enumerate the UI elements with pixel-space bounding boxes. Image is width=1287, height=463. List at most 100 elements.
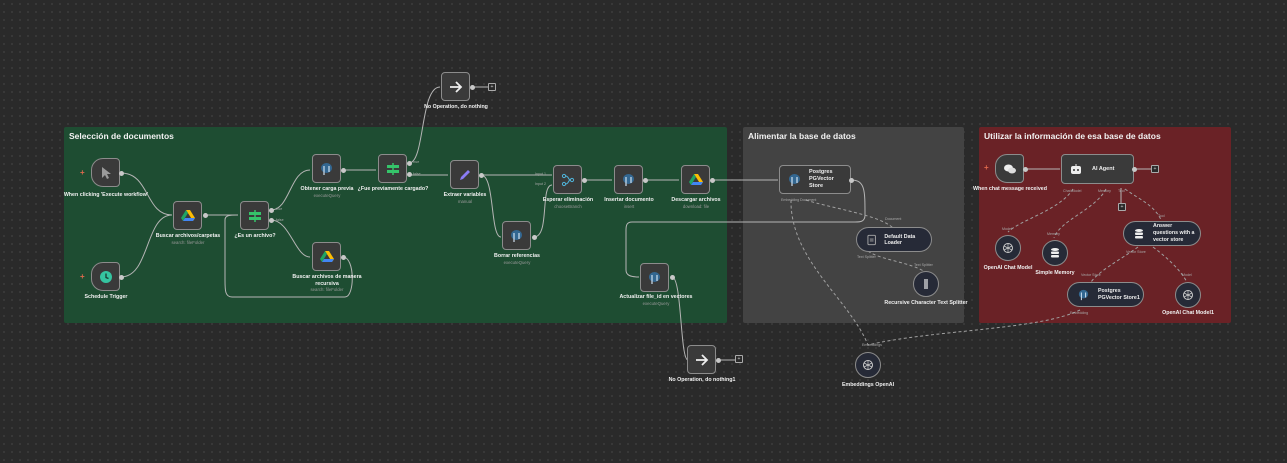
output-label: true [276, 207, 283, 211]
node-actualizar-file-id[interactable] [640, 263, 669, 292]
output-port[interactable] [203, 213, 208, 218]
port-label: Tool [1158, 214, 1165, 218]
port-label: Document [800, 198, 817, 202]
node-esperar-eliminacion[interactable] [553, 165, 582, 194]
openai-icon [863, 360, 873, 370]
node-fue-cargado[interactable] [378, 154, 407, 183]
output-port[interactable] [1132, 167, 1137, 172]
node-text-splitter[interactable] [913, 271, 939, 297]
output-port[interactable] [670, 275, 675, 280]
output-port[interactable] [479, 173, 484, 178]
node-pgvector-store[interactable]: Postgres PGVector Store [779, 165, 851, 194]
node-name: Buscar archivos de manera recursiva [292, 274, 362, 287]
output-port[interactable] [341, 168, 346, 173]
node-openai-chat-model1[interactable] [1175, 282, 1201, 308]
port-label: Tool [1118, 189, 1125, 193]
add-node-button[interactable]: + [1151, 165, 1159, 173]
output-port[interactable] [710, 178, 715, 183]
output-port[interactable] [643, 178, 648, 183]
node-answer-questions[interactable]: Answer questions with a vector store [1123, 221, 1201, 246]
node-openai-chat-model[interactable] [995, 235, 1021, 261]
add-node-button[interactable]: + [488, 83, 496, 91]
group-title: Alimentar la base de datos [748, 131, 856, 141]
switch-icon [248, 209, 261, 222]
clock-icon [99, 270, 112, 283]
node-subtitle: executeQuery [313, 192, 341, 198]
trigger-plus-icon[interactable]: + [80, 168, 85, 177]
output-port[interactable] [1023, 167, 1028, 172]
node-label: When chat message received [973, 186, 1047, 192]
node-buscar-recursiva[interactable] [312, 242, 341, 271]
arrow-right-icon [449, 80, 462, 93]
node-insertar-documento[interactable] [614, 165, 643, 194]
node-name: AI Agent [1092, 166, 1115, 172]
output-port[interactable] [532, 235, 537, 240]
output-port[interactable] [582, 178, 587, 183]
postgres-icon [1078, 289, 1089, 300]
output-port-false[interactable] [407, 172, 412, 177]
node-obtener-carga[interactable] [312, 154, 341, 183]
port-label: Text Splitter [857, 255, 876, 259]
output-port-false[interactable] [269, 218, 274, 223]
output-port[interactable] [849, 178, 854, 183]
trigger-plus-icon[interactable]: + [984, 163, 989, 172]
port-label: Text Splitter [914, 263, 933, 267]
node-borrar-referencias[interactable] [502, 221, 531, 250]
node-subtitle: executeQuery [503, 259, 531, 265]
node-default-data-loader[interactable]: Default Data Loader [856, 227, 932, 252]
node-ai-agent[interactable]: AI Agent [1061, 154, 1134, 184]
output-port-true[interactable] [407, 161, 412, 166]
node-schedule-trigger[interactable] [91, 262, 120, 291]
node-name: Borrar referencias [494, 253, 540, 259]
output-label: false [276, 218, 284, 222]
output-port-true[interactable] [269, 208, 274, 213]
node-label: No Operation, do nothing1 [668, 377, 736, 383]
node-name: Actualizar file_id en vectores [619, 294, 693, 300]
pencil-icon [459, 169, 470, 180]
add-node-button[interactable]: + [735, 355, 743, 363]
node-label: No Operation, do nothing [424, 104, 488, 110]
port-label: Document [885, 217, 902, 221]
node-descargar-archivos[interactable] [681, 165, 710, 194]
port-label: Embedding [781, 198, 800, 202]
google-drive-icon [180, 209, 195, 221]
node-chat-trigger[interactable] [995, 154, 1024, 183]
node-buscar-archivos[interactable] [173, 201, 202, 230]
node-label: OpenAI Chat Model1 [1162, 310, 1214, 316]
node-simple-memory[interactable] [1042, 240, 1068, 266]
output-port[interactable] [341, 255, 346, 260]
node-subtitle: search: fileFolder [310, 287, 344, 292]
add-tool-button[interactable]: + [1118, 203, 1126, 211]
node-label: ¿Es un archivo? [234, 233, 276, 239]
trigger-plus-icon[interactable]: + [80, 272, 85, 281]
node-label: Recursive Character Text Splitter [884, 300, 968, 306]
node-es-archivo[interactable] [240, 201, 269, 230]
output-label: false [413, 172, 421, 176]
node-noop[interactable] [441, 72, 470, 101]
node-extraer-variables[interactable] [450, 160, 479, 189]
node-manual-trigger[interactable] [91, 158, 120, 187]
output-port[interactable] [119, 171, 124, 176]
node-name: Postgres PGVector Store [809, 169, 834, 189]
node-noop1[interactable] [687, 345, 716, 374]
database-icon [1135, 228, 1143, 238]
output-port[interactable] [470, 85, 475, 90]
output-port[interactable] [716, 358, 721, 363]
node-label: When clicking 'Execute workflow' [63, 192, 149, 198]
node-name: Esperar eliminación [542, 197, 594, 203]
node-pgvector-store1[interactable]: Postgres PGVector Store1 [1067, 282, 1144, 307]
output-label: true [413, 160, 420, 164]
node-label: Simple Memory [1035, 270, 1075, 276]
node-embeddings-openai[interactable] [855, 352, 881, 378]
node-name: Answer questions with a vector store [1153, 223, 1195, 243]
output-port[interactable] [119, 275, 124, 280]
google-drive-icon [688, 173, 703, 185]
cursor-icon [101, 166, 111, 179]
